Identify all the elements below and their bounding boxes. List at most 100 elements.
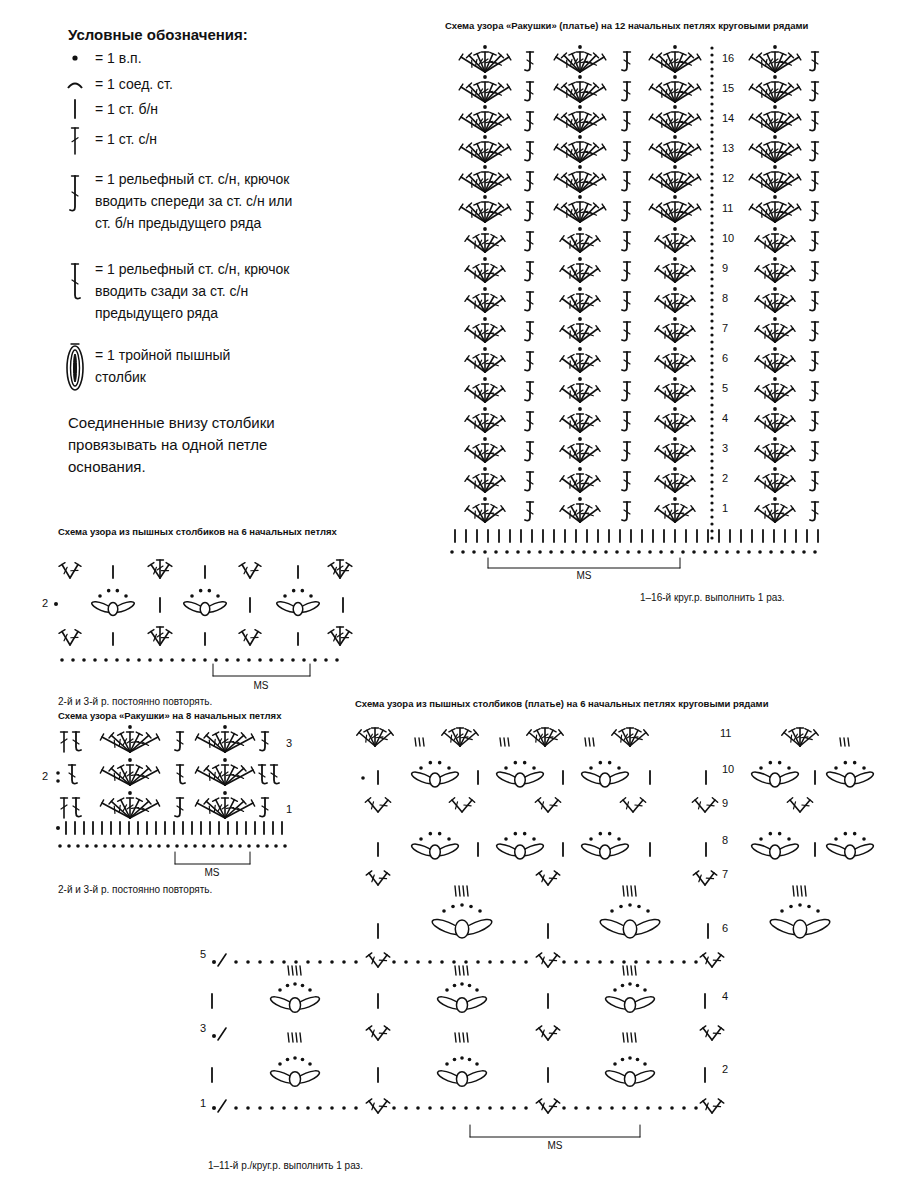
stitch-line <box>569 112 575 115</box>
stitch-line <box>664 511 666 518</box>
chain-dot <box>104 658 108 662</box>
stitch-line <box>585 112 591 115</box>
chain-dot <box>121 844 125 848</box>
stitch-line <box>766 296 775 312</box>
stitch-line <box>378 1101 387 1113</box>
stitch-line <box>72 127 79 128</box>
stitch-line <box>65 822 67 834</box>
stitch-line <box>467 509 485 523</box>
stitch-line <box>580 389 598 403</box>
stitch-line <box>206 768 225 785</box>
stitch-line <box>797 174 801 180</box>
stitch-line <box>485 205 501 222</box>
chain-dot <box>450 550 454 554</box>
stitch-line <box>812 90 818 94</box>
stitch-line <box>157 633 163 637</box>
chain-dot <box>483 287 487 291</box>
chain-dot <box>280 658 284 662</box>
stitch-line <box>527 81 534 82</box>
stitch-line <box>812 501 819 502</box>
stitch-line <box>471 180 472 187</box>
stitch-line <box>154 567 157 574</box>
stitch-line <box>577 263 584 264</box>
stitch-line <box>768 270 771 276</box>
stitch-line <box>474 112 480 115</box>
stitch-line <box>568 445 574 448</box>
stitch-line <box>680 112 686 115</box>
stitch-line <box>471 90 472 97</box>
stitch-line <box>531 530 533 542</box>
stitch-line <box>501 446 505 452</box>
stitch-line <box>157 559 164 560</box>
chain-dot <box>330 1106 334 1110</box>
stitch-line <box>467 479 485 493</box>
stitch-line <box>127 764 134 765</box>
chain-dot <box>483 437 487 441</box>
stitch-line <box>761 210 762 217</box>
stitch-line <box>572 114 580 132</box>
stitch-line <box>467 329 485 343</box>
chain-dot <box>234 1106 238 1110</box>
stitch-line <box>675 509 693 523</box>
stitch-line <box>109 733 114 738</box>
stitch-line <box>759 115 775 132</box>
chain-dot <box>302 658 306 662</box>
stitch-line <box>668 270 671 276</box>
stitch-line <box>602 84 606 90</box>
stitch-line <box>263 822 265 834</box>
stitch-line <box>467 269 485 283</box>
stitch-line <box>768 450 771 456</box>
stitch-line <box>72 192 78 196</box>
chain-dot <box>710 46 713 49</box>
stitch-line <box>751 530 753 542</box>
chain-dot <box>673 135 677 139</box>
stitch-line <box>62 632 70 646</box>
chain-dot <box>710 515 713 518</box>
stitch-line <box>757 479 775 493</box>
chain-dot <box>416 960 420 964</box>
stitch-line <box>569 391 571 398</box>
stitch-line <box>668 390 671 396</box>
stitch-line <box>657 479 675 493</box>
chain-dot <box>139 844 143 848</box>
chain-dot <box>710 74 713 77</box>
chain-dot <box>483 45 487 49</box>
stitch-line <box>251 637 258 639</box>
chain-dot <box>58 844 62 848</box>
stitch-line <box>571 266 580 282</box>
stitch-line <box>560 356 564 362</box>
stitch-line <box>204 733 209 738</box>
stitch-line <box>817 530 819 542</box>
stitch-line <box>244 567 247 574</box>
chain-dot <box>202 844 206 848</box>
stitch-line <box>649 54 653 60</box>
stitch-line <box>553 530 555 542</box>
stitch-line <box>490 142 496 145</box>
stitch-line <box>177 740 183 744</box>
chain-dot <box>453 984 457 988</box>
stitch-line <box>785 152 792 155</box>
stitch-line <box>560 506 564 512</box>
chain-dot <box>710 172 713 175</box>
stitch-line <box>74 128 76 154</box>
stitch-line <box>788 173 793 178</box>
stitch-line <box>225 735 244 752</box>
chain-dot <box>56 826 60 830</box>
stitch-line <box>485 57 509 72</box>
stitch-line <box>214 805 215 812</box>
stitch-line <box>665 119 667 126</box>
chain-dot <box>112 844 116 848</box>
stitch-line <box>763 415 769 418</box>
stitch-line <box>659 55 675 72</box>
stitch-line <box>680 202 686 205</box>
stitch-line <box>585 52 591 55</box>
chain-dot <box>670 550 674 554</box>
stitch-line <box>214 772 215 779</box>
chain-dot <box>586 1106 590 1110</box>
chain-dot <box>342 960 346 964</box>
stitch-line <box>467 419 485 433</box>
stitch-line <box>768 420 771 426</box>
chain-dot <box>802 550 806 554</box>
stitch-line <box>478 300 481 306</box>
stitch-line <box>111 768 130 785</box>
